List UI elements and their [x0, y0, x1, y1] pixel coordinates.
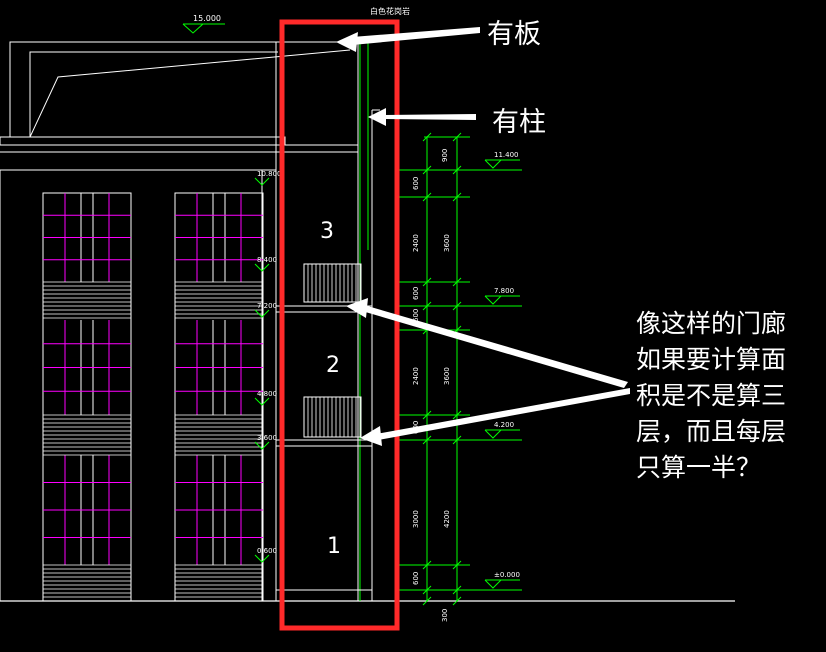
dim-inner-6: 2400 [412, 367, 420, 385]
top-note: 白色花岗岩 [370, 6, 410, 16]
dim-inner-2: 600 [412, 177, 420, 190]
dim-bottom: 300 [441, 609, 449, 622]
elev-right-lower: 4.200 [494, 421, 514, 429]
column-arrow-head [368, 108, 386, 126]
annotation-arrows [336, 27, 630, 446]
elev-left-second: 3.600 [257, 434, 277, 442]
outer-dimension-labels: 3600 3600 4200 300 [441, 234, 451, 622]
dimension-chain [398, 136, 522, 601]
dim-outer-1: 3600 [443, 234, 451, 252]
dim-inner-3: 2400 [412, 234, 420, 252]
elev-left-lower: 4.800 [257, 390, 277, 398]
question-line-3: 积是不是算三 [636, 381, 787, 410]
right-elevation-markers [484, 159, 520, 589]
dim-inner-5: 600 [412, 309, 420, 322]
slab-arrow-shaft [352, 27, 480, 45]
floor-number-3: 3 [320, 219, 334, 244]
porch-arrow-lower-shaft [376, 388, 630, 440]
column-annotation: 有柱 [492, 107, 546, 138]
question-line-4: 层，而且每层 [636, 417, 787, 446]
slab-annotation: 有板 [487, 19, 541, 50]
roof-elevation-label: 15.000 [193, 14, 221, 23]
balcony-railings [303, 263, 362, 438]
question-annotation: 像这样的门廊 如果要计算面 积是不是算三 层，而且每层 只算一半？ [636, 306, 821, 486]
railing-1 [303, 263, 362, 303]
dim-outer-3: 4200 [443, 510, 451, 528]
dim-inner-8: 3000 [412, 510, 420, 528]
dim-outer-2: 3600 [443, 367, 451, 385]
elev-left-third: 8.400 [257, 256, 277, 264]
roof-parapet [0, 41, 351, 171]
floor-number-2: 2 [326, 353, 340, 378]
roof-elevation-marker: 15.000 [182, 14, 225, 34]
porch-arrow-upper-shaft [362, 305, 628, 388]
elev-left-top: 10.800 [257, 170, 282, 178]
elev-ground: ±0.000 [494, 571, 520, 579]
question-line-2: 如果要计算面 [636, 345, 787, 374]
column-arrow-shaft [384, 114, 476, 120]
slab-arrow-head [336, 32, 358, 52]
elev-left-mid: 7.200 [257, 302, 277, 310]
elev-right-top: 11.400 [494, 151, 519, 159]
dim-inner-4: 600 [412, 287, 420, 300]
porch-arrow-lower-head [360, 426, 382, 446]
question-line-1: 像这样的门廊 [636, 309, 787, 338]
dim-inner-1: 900 [441, 149, 449, 162]
dim-inner-9: 600 [412, 572, 420, 585]
window-bays [42, 192, 264, 602]
floor-number-1: 1 [327, 534, 341, 559]
dimension-ticks [422, 132, 462, 606]
building-body [0, 169, 277, 602]
elev-left-ground: 0.600 [257, 547, 277, 555]
railing-2 [303, 396, 362, 438]
elev-right-mid: 7.800 [494, 287, 514, 295]
porch-structure [275, 40, 380, 602]
window-bay-1 [42, 192, 132, 602]
question-line-5: 只算一半？ [636, 453, 762, 482]
porch-arrow-upper-head [346, 298, 368, 318]
porch-highlight-box [279, 19, 400, 631]
left-elevation-labels [254, 177, 270, 563]
window-bay-2 [174, 192, 264, 602]
